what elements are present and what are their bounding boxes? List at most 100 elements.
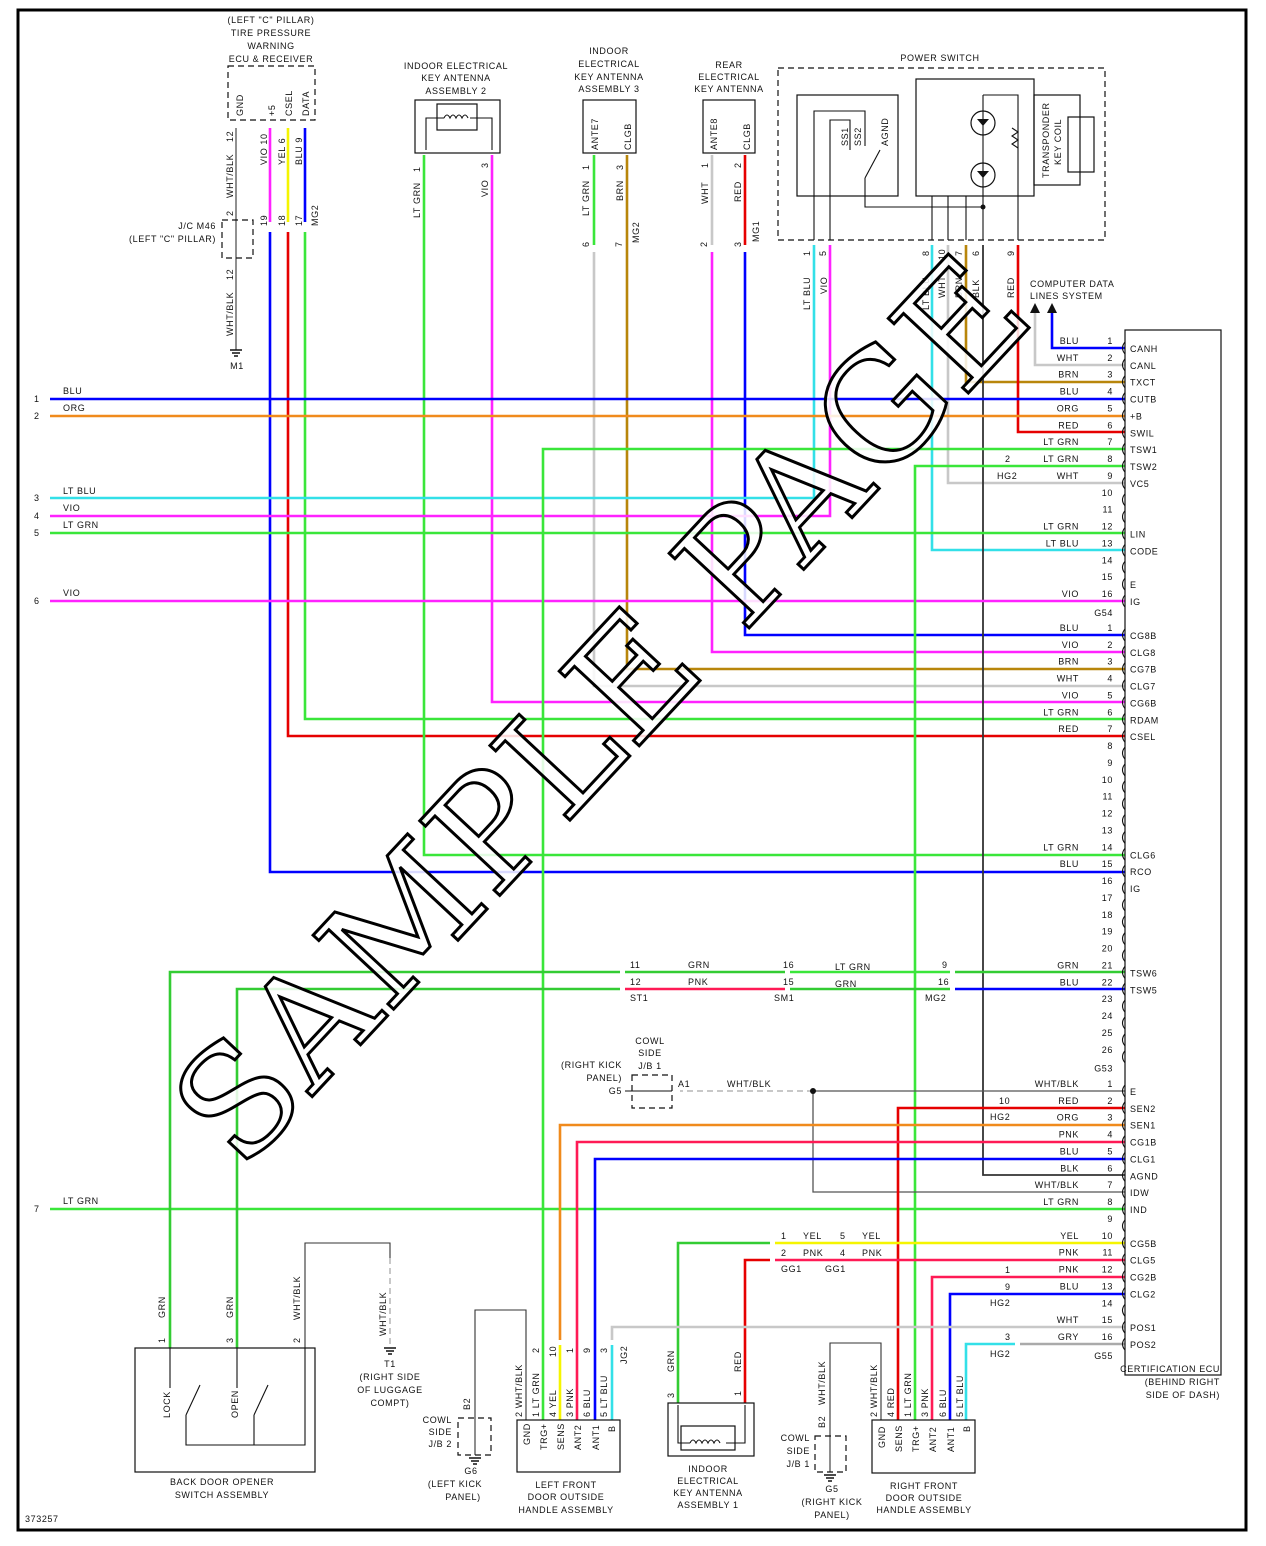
pin-label: CLGB xyxy=(623,123,633,150)
connector-terminal xyxy=(1121,442,1126,456)
cowl-side-jb1-top: COWL SIDE J/B 1 (RIGHT KICK PANEL) G5 A1… xyxy=(561,1036,816,1109)
wire-label: WHT/BLK xyxy=(225,292,235,336)
ecu-pin-number: 25 xyxy=(1102,1028,1113,1038)
pin-number: 6 xyxy=(971,250,981,256)
ecu-pin-name: IDW xyxy=(1130,1188,1149,1198)
connector-terminal xyxy=(1121,847,1126,861)
pin-number: 3 xyxy=(599,1347,609,1353)
antenna-title: INDOOR ELECTRICAL xyxy=(404,61,508,71)
pin-number: 2 xyxy=(225,210,235,216)
connector-terminal xyxy=(1121,544,1126,557)
wire-label: 1 LT GRN xyxy=(531,1373,541,1417)
wire-label: VIO xyxy=(63,503,80,513)
ground-icon xyxy=(824,1474,836,1482)
pin-label: ANTE8 xyxy=(709,118,719,150)
pin-label: AGND xyxy=(880,118,890,146)
component-title: BACK DOOR OPENER xyxy=(170,1477,274,1487)
connector-terminal xyxy=(1121,1118,1126,1132)
tpms-title: (LEFT "C" PILLAR) xyxy=(228,15,315,25)
pin-number: 3 xyxy=(733,241,743,247)
location-label: (RIGHT KICK xyxy=(561,1060,622,1070)
ground-icon xyxy=(384,1347,396,1355)
ecu-pin-number: 2 xyxy=(1107,1096,1113,1106)
wire-label: WHT/BLK xyxy=(378,1292,388,1336)
connector-terminal xyxy=(1121,982,1126,996)
connector-terminal xyxy=(1121,425,1126,439)
wire-label: YEL xyxy=(803,1231,822,1241)
connector-id: HG2 xyxy=(990,1112,1010,1122)
ecu-pin-name: TSW1 xyxy=(1130,445,1157,455)
connector-terminal xyxy=(1121,712,1126,726)
wire-label: LT BLU xyxy=(802,277,812,310)
tpms-title: TIRE PRESSURE xyxy=(231,28,311,38)
ecu-pin-wire-color: LT GRN xyxy=(1043,437,1079,447)
pin-number: 2 xyxy=(292,1337,302,1343)
pin-label: CLGB xyxy=(742,123,752,150)
ecu-pin-wire-color: PNK xyxy=(1059,1265,1079,1275)
pin-number: 11 xyxy=(630,960,641,970)
antenna-title: ELECTRICAL xyxy=(677,1476,739,1486)
ground-icon xyxy=(230,349,242,357)
data-lines-label: COMPUTER DATA xyxy=(1030,279,1114,289)
connector-terminal xyxy=(1121,679,1126,692)
pin-number: 5 xyxy=(818,250,828,256)
ecu-pin-number: 19 xyxy=(1102,927,1113,937)
pin-number: 5 xyxy=(840,1231,846,1241)
connector-terminal xyxy=(1121,358,1126,372)
ecu-pin-wire-color: BLU xyxy=(1060,623,1079,633)
wire-label: LT GRN xyxy=(412,182,422,218)
led-icon xyxy=(970,162,996,188)
coil-label: KEY COIL xyxy=(1053,119,1063,165)
wire xyxy=(50,245,832,518)
wire xyxy=(743,252,1125,637)
ecu-pin-wire-color: VIO xyxy=(1062,589,1079,599)
pin-number: 1 xyxy=(700,162,710,168)
ecu-pin-wire-color: WHT xyxy=(1057,1315,1079,1325)
ecu-pin-name: TSW2 xyxy=(1130,462,1157,472)
ecu-title: CERTIFICATION ECU xyxy=(1120,1364,1220,1374)
wire xyxy=(946,245,1125,485)
wire-label: LT BLU xyxy=(921,277,931,310)
right-front-door-handle: GND SENS TRG+ ANT2 ANT1 B 2 WHT/BLK 4 RE… xyxy=(869,1364,976,1515)
ecu-pin-number: 5 xyxy=(1107,403,1113,413)
connector-terminal xyxy=(1121,1270,1126,1283)
connector-terminal xyxy=(1121,763,1126,777)
connector-terminal xyxy=(1121,814,1126,827)
connector-id: HG2 xyxy=(997,471,1017,481)
ecu-pin-name: RDAM xyxy=(1130,715,1159,725)
pin-label: ANT2 xyxy=(573,1425,583,1450)
connector-terminal xyxy=(1121,645,1126,659)
pin-number: A1 xyxy=(678,1079,690,1089)
ecu-pin-wire-color: LT GRN xyxy=(1043,707,1079,717)
antenna-title: ASSEMBLY 2 xyxy=(425,86,486,96)
pin-label: SS1 xyxy=(840,127,850,146)
ecu-pin-name: E xyxy=(1130,580,1137,590)
connector-id: MG2 xyxy=(310,205,320,226)
wire-label: 6 BLU xyxy=(582,1389,592,1417)
pin-number: 1 xyxy=(581,164,591,170)
ecu-pin-number: 15 xyxy=(1102,859,1113,869)
antenna-title: ASSEMBLY 3 xyxy=(578,84,639,94)
ecu-pin-wire-color: WHT xyxy=(1057,471,1079,481)
ecu-pin-wire-color: RED xyxy=(1058,1096,1079,1106)
ecu-connector-id: G54 xyxy=(1094,608,1113,618)
wire-label: 3 PNK xyxy=(565,1388,575,1417)
ecu-pin-name: +B xyxy=(1130,411,1142,421)
pin-number: 2 xyxy=(1005,454,1011,464)
pin-number: 12 xyxy=(630,977,641,987)
connector-terminal xyxy=(1121,1287,1126,1300)
pin-number: 9 xyxy=(942,960,948,970)
jb-title: J/B 1 xyxy=(786,1459,810,1469)
pin-number: 2 xyxy=(531,1347,541,1353)
ecu-pin-wire-color: LT GRN xyxy=(1043,842,1079,852)
wire-label: 4 RED xyxy=(886,1387,896,1417)
component-title: HANDLE ASSEMBLY xyxy=(518,1505,613,1515)
ecu-pin-wire-color: RED xyxy=(1058,724,1079,734)
coil-icon xyxy=(680,1425,736,1451)
ecu-pin-wire-color: BLU xyxy=(1060,1281,1079,1291)
wire-label: GRN xyxy=(835,979,857,989)
wire-label: GRN xyxy=(688,960,710,970)
connector-terminal xyxy=(1121,1084,1126,1098)
pin-number: 3 xyxy=(666,1392,676,1398)
wire xyxy=(676,1241,770,1403)
